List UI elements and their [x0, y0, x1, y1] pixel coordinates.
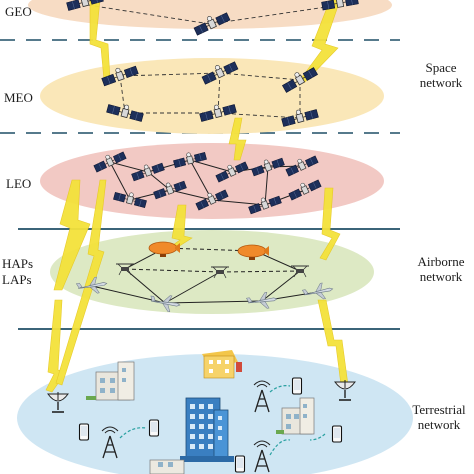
smartphone-icon	[291, 377, 303, 395]
terrestrial-network-label: Terrestrial network	[400, 402, 474, 432]
smartphone-icon	[331, 425, 343, 443]
orbit-separators	[0, 39, 400, 134]
small-building-icon	[149, 459, 185, 474]
space-network-label-line2: network	[419, 75, 463, 90]
low-building-icon	[86, 361, 135, 401]
access-link	[119, 427, 147, 439]
leo-air-link-right	[319, 187, 341, 261]
smartphone-icon	[78, 423, 90, 441]
smartphone-icon	[234, 455, 246, 473]
access-link	[269, 385, 291, 393]
geo-layer-band	[28, 0, 392, 29]
meo-layer-label: MEO	[4, 90, 33, 105]
meo-layer-band	[40, 58, 384, 134]
air-ground-link-left	[45, 299, 67, 393]
leo-air-link-left	[53, 179, 91, 291]
leo-ground-link	[55, 179, 107, 386]
airborne-network-label: Airborne network	[402, 254, 474, 284]
meo-leo-link	[228, 117, 247, 161]
residential-building-icon	[202, 350, 242, 379]
terrestrial-network-label-line1: Terrestrial	[412, 402, 466, 417]
geo-intersatellite-links	[87, 4, 341, 25]
access-link	[309, 433, 326, 441]
space-network-label: Space network	[402, 60, 474, 90]
access-link	[269, 439, 291, 456]
airborne-network-label-line2: network	[419, 269, 463, 284]
office-building-icon	[276, 397, 315, 435]
skyscraper-icon	[180, 397, 234, 462]
airborne-network-label-line1: Airborne	[417, 254, 465, 269]
smartphone-icon	[148, 419, 160, 437]
leo-layer-label: LEO	[6, 176, 32, 191]
access-links	[119, 385, 326, 456]
laps-layer-label: LAPs	[2, 272, 32, 287]
space-network-label-line1: Space	[425, 60, 457, 75]
leo-layer-band	[40, 143, 384, 219]
terrestrial-network-label-line2: network	[417, 417, 461, 432]
haps-layer-label: HAPs	[2, 256, 34, 271]
geo-layer-label: GEO	[5, 4, 32, 19]
